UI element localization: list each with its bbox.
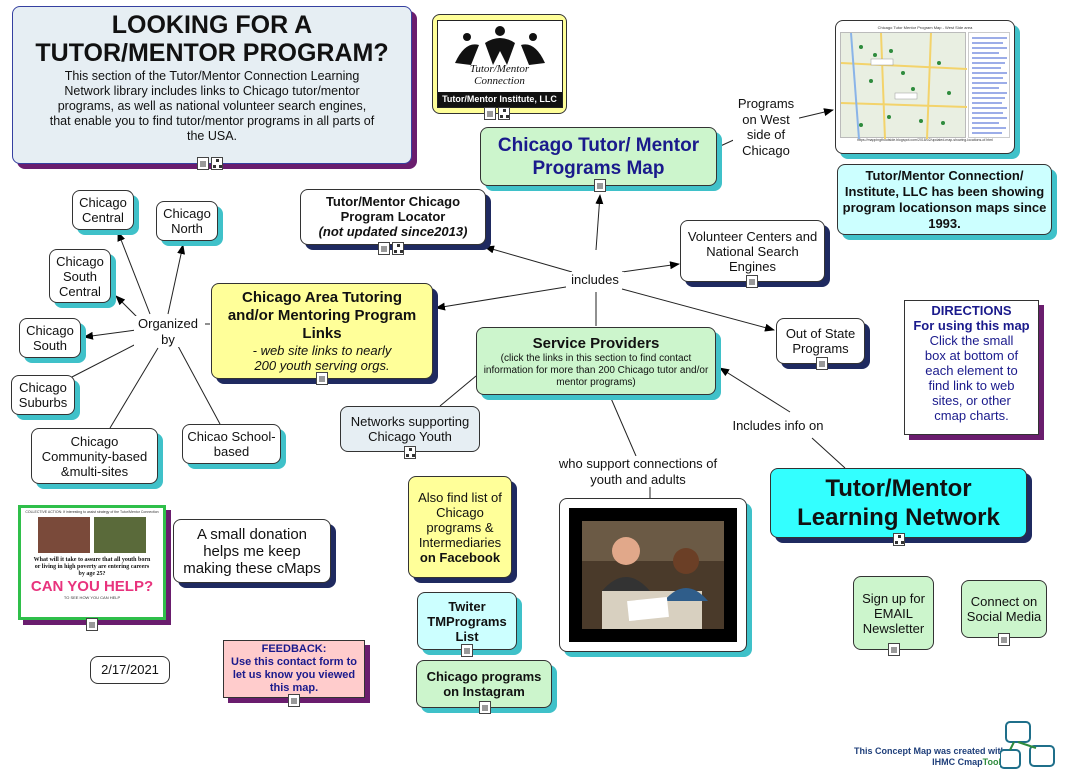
map-thumb-url: https://mappingthoutside.blogspot.com/20… bbox=[857, 138, 993, 142]
providers-body: (click the links in this section to find… bbox=[483, 352, 709, 388]
locator-line1: Tutor/Mentor Chicago Program Locator bbox=[325, 194, 461, 224]
date-node: 2/17/2021 bbox=[90, 656, 170, 684]
footer-brand: IHMC Cmap bbox=[932, 757, 983, 767]
resource-list-icon[interactable] bbox=[316, 372, 328, 385]
out-of-state-text: Out of State Programs bbox=[785, 326, 856, 356]
resource-list-icon[interactable] bbox=[594, 179, 606, 192]
networks-node: Networks supporting Chicago Youth bbox=[340, 406, 480, 452]
learning-network-title: Tutor/Mentor Learning Network bbox=[797, 475, 1000, 531]
footer-line1: This Concept Map was created with bbox=[853, 746, 1006, 756]
region-chicago-suburbs: Chicago Suburbs bbox=[11, 375, 75, 415]
resource-list-icon[interactable] bbox=[746, 275, 758, 288]
directions-body: Click the small box at bottom of each el… bbox=[924, 333, 1019, 423]
social-node: Connect on Social Media bbox=[961, 580, 1047, 638]
resource-list-icon[interactable] bbox=[378, 242, 390, 255]
cmap-link-icon[interactable] bbox=[392, 242, 404, 255]
tutor-mentor-logo-figures-icon bbox=[454, 26, 545, 65]
directions-subtitle: For using this map bbox=[913, 318, 1030, 333]
institute-node: Tutor/Mentor Connection/ Institute, LLC … bbox=[837, 164, 1052, 235]
instagram-node: Chicago programs on Instagram bbox=[416, 660, 552, 708]
volunteer-text: Volunteer Centers and National Search En… bbox=[687, 228, 818, 274]
tutor-mentor-logo-node: Tutor/Mentor Connection Tutor/Mentor Ins… bbox=[432, 14, 567, 114]
donation-text: A small donation helps me keep making th… bbox=[183, 525, 321, 577]
cmap-footer: This Concept Map was created with IHMC C… bbox=[846, 746, 1006, 768]
resource-list-icon[interactable] bbox=[461, 644, 473, 657]
twitter-node: Twiter TMPrograms List bbox=[417, 592, 517, 650]
signup-text: Sign up for EMAIL Newsletter bbox=[862, 590, 925, 636]
resource-list-icon[interactable] bbox=[998, 633, 1010, 646]
area-program-links-node: Chicago Area Tutoring and/or Mentoring P… bbox=[211, 283, 433, 379]
facebook-line1: Also find list of Chicago programs & Int… bbox=[418, 489, 502, 550]
feedback-body: Use this contact form to let us know you… bbox=[231, 656, 357, 694]
poster-photo-left bbox=[38, 517, 90, 553]
region-chicago-north: Chicago North bbox=[156, 201, 218, 241]
map-thumbnail-node[interactable]: Chicago Tutor Mentor Program Map - West … bbox=[835, 20, 1015, 154]
cmap-link-icon[interactable] bbox=[893, 533, 905, 546]
signup-node: Sign up for EMAIL Newsletter bbox=[853, 576, 934, 650]
poster-foot: TO SEE HOW YOU CAN HELP bbox=[63, 595, 121, 600]
resource-list-icon[interactable] bbox=[888, 643, 900, 656]
feedback-title: FEEDBACK: bbox=[261, 643, 327, 655]
poster-big-text: CAN YOU HELP? bbox=[30, 578, 154, 595]
resource-list-icon[interactable] bbox=[479, 701, 491, 714]
region-chicago-central: Chicago Central bbox=[72, 190, 134, 230]
logo-script-text: Tutor/Mentor Connection bbox=[469, 63, 530, 87]
map-thumbnail-image bbox=[840, 32, 1010, 140]
region-chicago-community: Chicago Community-based &multi-sites bbox=[31, 428, 158, 484]
volunteer-centers-node: Volunteer Centers and National Search En… bbox=[680, 220, 825, 282]
resource-list-icon[interactable] bbox=[197, 157, 209, 170]
region-chicago-south-central: Chicago South Central bbox=[49, 249, 111, 303]
looking-for-program-node: LOOKING FOR A TUTOR/MENTOR PROGRAM? This… bbox=[12, 6, 412, 164]
organized-by-label: Organized by bbox=[134, 316, 202, 348]
west-side-label: Programs on West side of Chicago bbox=[733, 96, 799, 159]
looking-title: LOOKING FOR A TUTOR/MENTOR PROGRAM? bbox=[35, 11, 389, 67]
mentor-photo-image bbox=[569, 508, 737, 642]
out-of-state-node: Out of State Programs bbox=[776, 318, 865, 364]
directions-title: DIRECTIONS bbox=[931, 303, 1012, 318]
includes-info-label: Includes info on bbox=[725, 418, 831, 434]
feedback-node: FEEDBACK: Use this contact form to let u… bbox=[223, 640, 365, 698]
networks-text: Networks supporting Chicago Youth bbox=[350, 414, 470, 444]
programs-map-node: Chicago Tutor/ Mentor Programs Map bbox=[480, 127, 717, 186]
service-providers-node: Service Providers (click the links in th… bbox=[476, 327, 716, 395]
looking-body: This section of the Tutor/Mentor Connect… bbox=[49, 69, 375, 143]
region-chicago-south: Chicago South bbox=[19, 318, 81, 358]
institute-text: Tutor/Mentor Connection/ Institute, LLC … bbox=[842, 167, 1047, 231]
locator-line2: (not updated since2013) bbox=[318, 224, 468, 239]
includes-label: includes bbox=[566, 272, 624, 288]
date-text: 2/17/2021 bbox=[101, 661, 159, 677]
program-locator-node: Tutor/Mentor Chicago Program Locator (no… bbox=[300, 189, 486, 245]
twitter-text: Twiter TMPrograms List bbox=[427, 598, 507, 644]
who-support-label: who support connections of youth and adu… bbox=[558, 456, 718, 488]
facebook-node: Also find list of Chicago programs & Int… bbox=[408, 476, 512, 578]
photo-node bbox=[559, 498, 747, 652]
programs-map-title: Chicago Tutor/ Mentor Programs Map bbox=[497, 134, 700, 179]
map-thumb-heading: Chicago Tutor Mentor Program Map - West … bbox=[877, 25, 973, 30]
cmaptools-logo-icon bbox=[1000, 721, 1055, 769]
logo-bar-text: Tutor/Mentor Institute, LLC bbox=[437, 91, 562, 107]
resource-list-icon[interactable] bbox=[288, 694, 300, 707]
poster-photo-right bbox=[94, 517, 146, 553]
area-links-sub: - web site links to nearly 200 youth ser… bbox=[252, 343, 392, 373]
facebook-line2: on Facebook bbox=[419, 549, 501, 565]
resource-list-icon[interactable] bbox=[484, 107, 496, 120]
directions-node: DIRECTIONS For using this map Click the … bbox=[904, 300, 1039, 435]
social-text: Connect on Social Media bbox=[966, 594, 1042, 624]
donation-poster-node[interactable]: COLLECTIVE ACTION: If interesting to ass… bbox=[18, 505, 166, 620]
cmap-link-icon[interactable] bbox=[404, 446, 416, 459]
resource-list-icon[interactable] bbox=[86, 618, 98, 631]
resource-list-icon[interactable] bbox=[816, 357, 828, 370]
area-links-title: Chicago Area Tutoring and/or Mentoring P… bbox=[227, 289, 417, 342]
footer-brand-tools: Tools bbox=[982, 757, 1006, 767]
learning-network-node: Tutor/Mentor Learning Network bbox=[770, 468, 1027, 538]
instagram-text: Chicago programs on Instagram bbox=[426, 669, 542, 699]
cmap-link-icon[interactable] bbox=[498, 107, 510, 120]
poster-question: What will it take to assure that all you… bbox=[33, 557, 151, 577]
poster-header: COLLECTIVE ACTION: If interesting to ass… bbox=[25, 510, 159, 514]
donation-text-node: A small donation helps me keep making th… bbox=[173, 519, 331, 583]
providers-title: Service Providers bbox=[532, 334, 660, 352]
region-chicago-school: Chicao School-based bbox=[182, 424, 281, 464]
cmap-link-icon[interactable] bbox=[211, 157, 223, 170]
